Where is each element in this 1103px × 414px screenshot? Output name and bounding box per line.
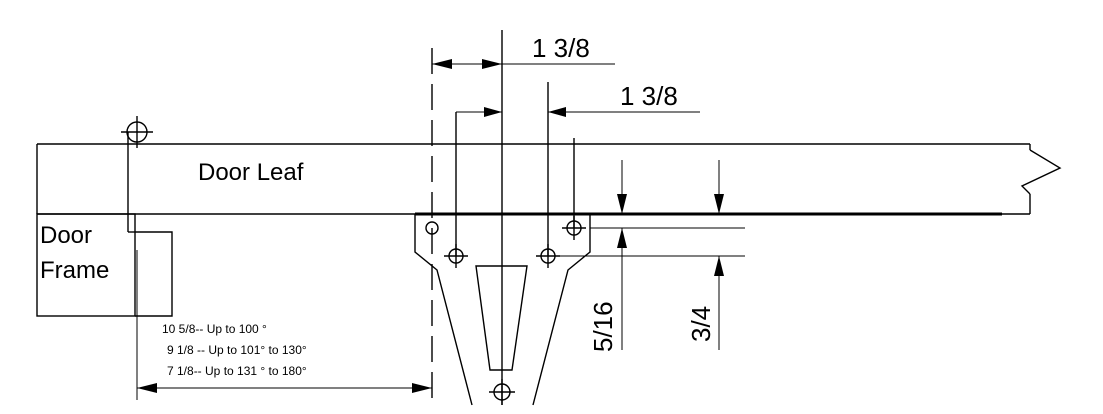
angle-note-3: 7 1/8-- Up to 131 ° to 180° bbox=[167, 364, 307, 378]
vertical-dimension-arrow bbox=[714, 160, 724, 214]
dimension-hinge-to-centerline bbox=[136, 250, 432, 400]
dimension-label-top-1: 1 3/8 bbox=[532, 33, 590, 63]
dimension-label-3-4: 3/4 bbox=[686, 306, 716, 342]
dimension-label-5-16: 5/16 bbox=[588, 301, 618, 352]
vertical-dimension-arrow bbox=[617, 160, 627, 214]
dimension-5-16 bbox=[617, 228, 627, 350]
mounting-hole bbox=[425, 221, 439, 235]
angle-note-2: 9 1/8 -- Up to 101° to 130° bbox=[167, 343, 307, 357]
door-leaf-label: Door Leaf bbox=[198, 159, 304, 186]
dimension-top-1 bbox=[432, 59, 615, 69]
dimension-top-2 bbox=[456, 107, 700, 117]
door-frame-label-line1: Door bbox=[40, 222, 92, 249]
mounting-bracket bbox=[414, 213, 591, 406]
dimension-label-top-2: 1 3/8 bbox=[620, 81, 678, 111]
hinge-pivot-symbol bbox=[121, 116, 153, 233]
angle-note-1: 10 5/8-- Up to 100 ° bbox=[162, 322, 267, 336]
dimension-3-4 bbox=[714, 256, 724, 350]
door-frame-label-line2: Frame bbox=[40, 257, 109, 284]
arm-pivot-hole bbox=[489, 379, 515, 405]
door-frame bbox=[36, 213, 173, 317]
